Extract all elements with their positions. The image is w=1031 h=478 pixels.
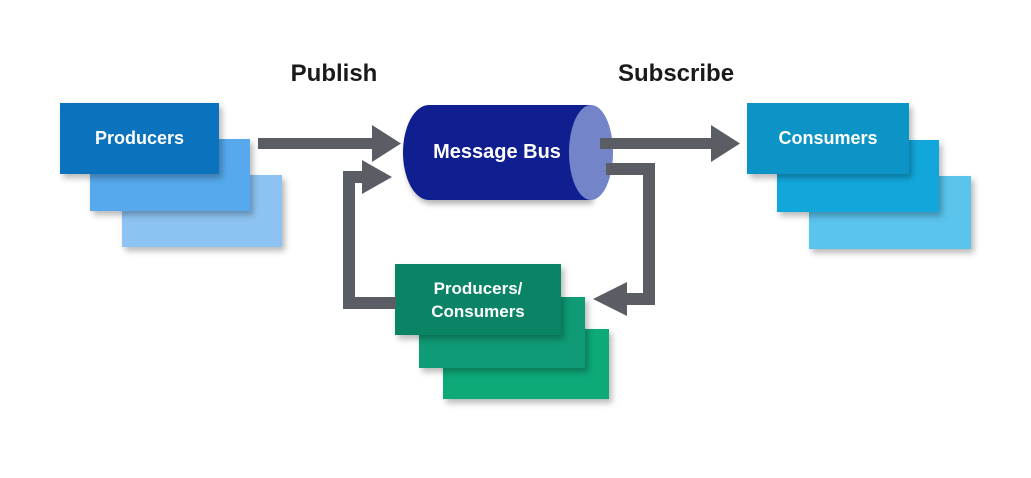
producers-consumers-label: Producers/ Consumers [395, 264, 561, 335]
producers-consumers-to-bus-arrow [343, 160, 396, 309]
producers-consumers-box-front: Producers/ Consumers [395, 264, 561, 335]
message-bus-cylinder-cap [569, 105, 613, 200]
message-bus-label: Message Bus [433, 141, 561, 163]
producers-consumers-label-line1: Producers/ [433, 278, 523, 298]
producers-label: Producers [94, 128, 185, 148]
publish-arrow [258, 125, 401, 162]
producers-box-front: Producers [60, 103, 219, 174]
consumers-box-front: Consumers [747, 103, 909, 174]
message-bus-cylinder-body [403, 105, 591, 200]
consumers-label: Consumers [778, 128, 878, 148]
subscribe-label: Subscribe [618, 60, 735, 87]
publish-label: Publish [290, 60, 378, 87]
producers-consumers-label-line2: Consumers [431, 301, 525, 321]
subscribe-arrow [600, 125, 740, 162]
